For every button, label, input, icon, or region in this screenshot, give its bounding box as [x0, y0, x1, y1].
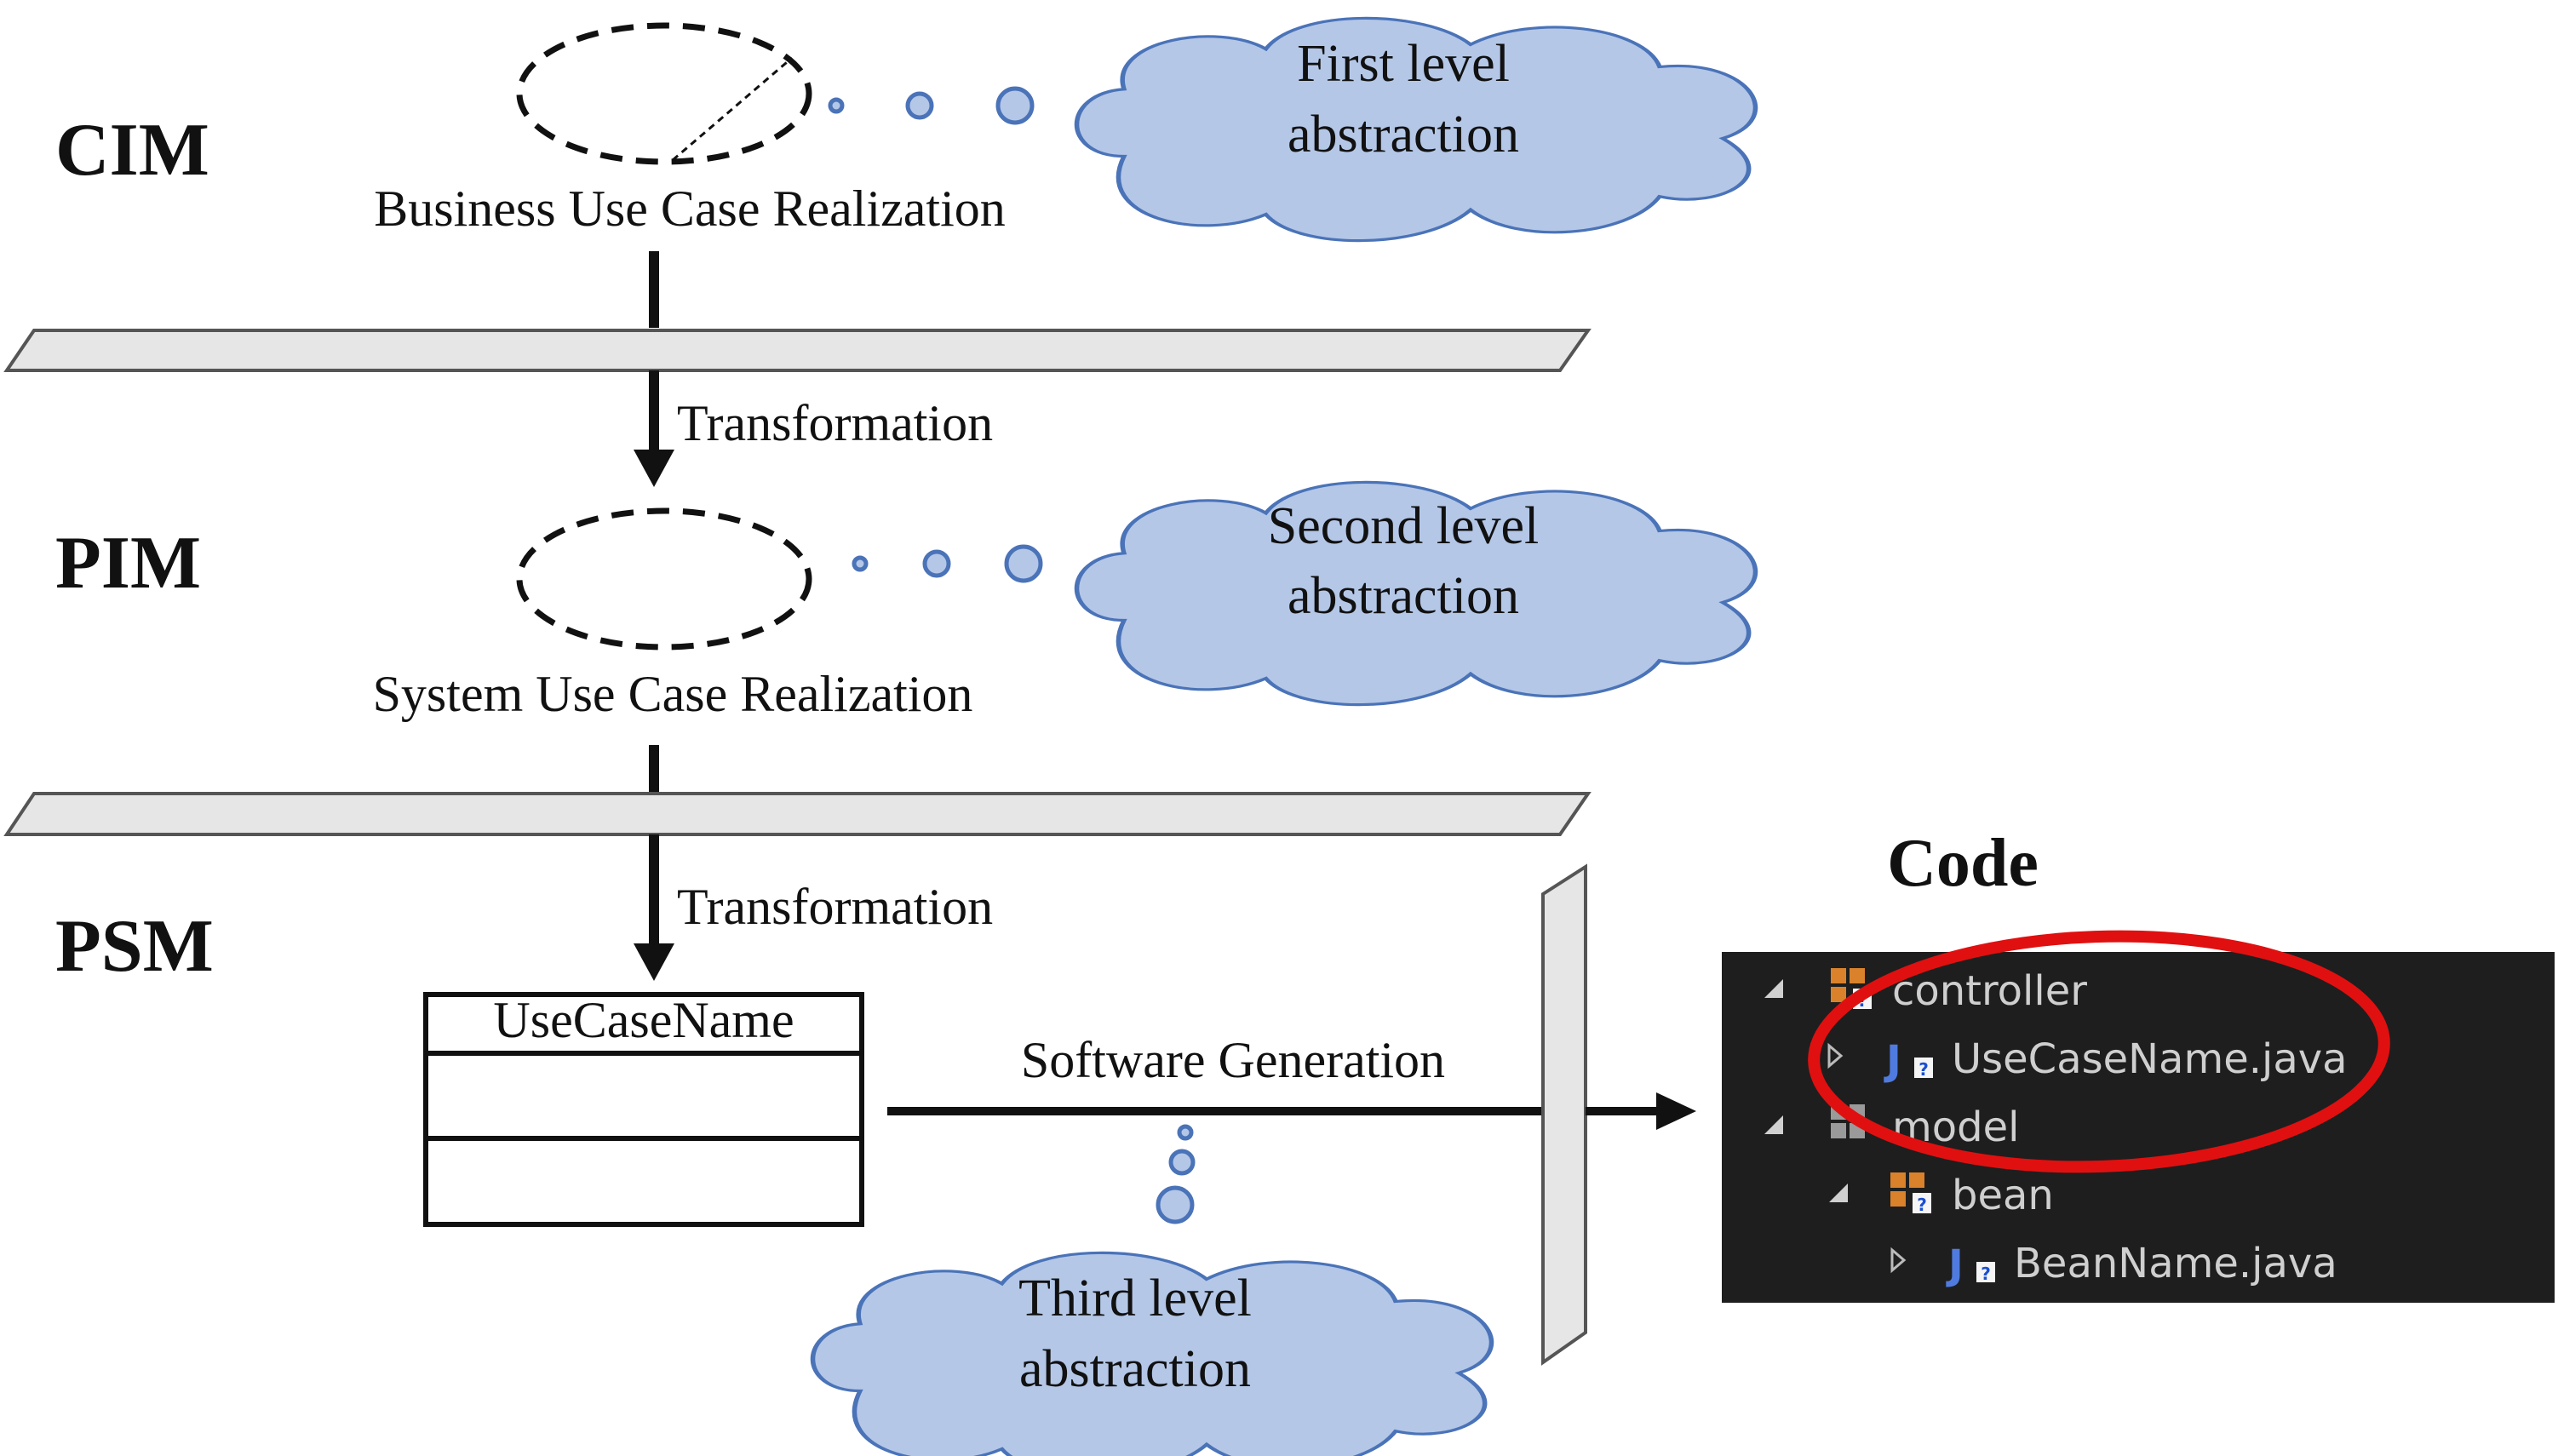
- expanded-arrow-icon[interactable]: [1829, 1184, 1848, 1202]
- collapsed-arrow-icon[interactable]: [1827, 1042, 1844, 1069]
- svg-text:J: J: [1884, 1037, 1901, 1085]
- tree-label-controller[interactable]: controller: [1892, 967, 2087, 1015]
- second-cloud-line1: Second level: [1268, 497, 1540, 555]
- code-title: Code: [1887, 826, 2039, 901]
- tree-label-bean[interactable]: bean: [1952, 1172, 2054, 1219]
- transformation-arrowhead-2: [634, 943, 674, 981]
- transformation-plane-1: [3, 329, 1592, 372]
- svg-text:?: ?: [1917, 1195, 1927, 1215]
- transformation-plane-2: [3, 792, 1592, 836]
- tree-row-bean[interactable]: ? bean: [1829, 1172, 2054, 1219]
- system-realization-caption: System Use Case Realization: [373, 666, 973, 722]
- tree-row-beanname-java[interactable]: J ? BeanName.java: [1890, 1240, 2337, 1289]
- business-realization-slash: [672, 56, 793, 162]
- svg-text:?: ?: [1981, 1264, 1991, 1284]
- java-file-icon: J ?: [1884, 1037, 1933, 1085]
- highlight-ring: [1808, 930, 2390, 1173]
- first-cloud-line1: First level: [1297, 35, 1510, 93]
- tree-label-usecasename-java[interactable]: UseCaseName.java: [1952, 1035, 2348, 1083]
- software-generation-label: Software Generation: [1021, 1032, 1445, 1088]
- system-realization-ellipse: [516, 507, 812, 651]
- thought-dots-second: [852, 544, 1043, 583]
- use-case-class-box: [423, 992, 864, 1227]
- class-name: UseCaseName: [493, 992, 794, 1048]
- transformation-label-2: Transformation: [677, 879, 993, 935]
- psm-label: PSM: [55, 905, 214, 988]
- pim-label: PIM: [55, 522, 201, 605]
- business-realization-caption: Business Use Case Realization: [374, 181, 1006, 237]
- generation-plane: [1541, 863, 1587, 1366]
- collapsed-arrow-icon[interactable]: [1890, 1247, 1907, 1274]
- cim-label: CIM: [55, 109, 209, 192]
- package-icon: ?: [1890, 1172, 1931, 1215]
- business-realization-ellipse: [516, 22, 812, 165]
- tree-label-beanname-java[interactable]: BeanName.java: [2014, 1240, 2337, 1287]
- business-use-case-realization: [516, 22, 812, 165]
- expanded-arrow-icon[interactable]: [1764, 1115, 1783, 1134]
- thought-dots-first: [828, 86, 1035, 125]
- expanded-arrow-icon[interactable]: [1764, 979, 1783, 998]
- first-cloud-line2: abstraction: [1288, 106, 1519, 163]
- third-cloud-line1: Third level: [1018, 1270, 1252, 1327]
- tree-row-usecasename-java[interactable]: J ? UseCaseName.java: [1827, 1035, 2348, 1085]
- svg-text:J: J: [1946, 1241, 1964, 1289]
- third-cloud-line2: abstraction: [1019, 1340, 1251, 1398]
- thought-dots-third: [1156, 1124, 1196, 1224]
- second-cloud-line2: abstraction: [1288, 567, 1519, 625]
- transformation-arrowhead-1: [634, 450, 674, 487]
- java-file-icon: J ?: [1946, 1241, 1995, 1289]
- transformation-label-1: Transformation: [677, 395, 993, 451]
- code-arrowhead: [1656, 1092, 1696, 1130]
- svg-text:?: ?: [1918, 1059, 1929, 1080]
